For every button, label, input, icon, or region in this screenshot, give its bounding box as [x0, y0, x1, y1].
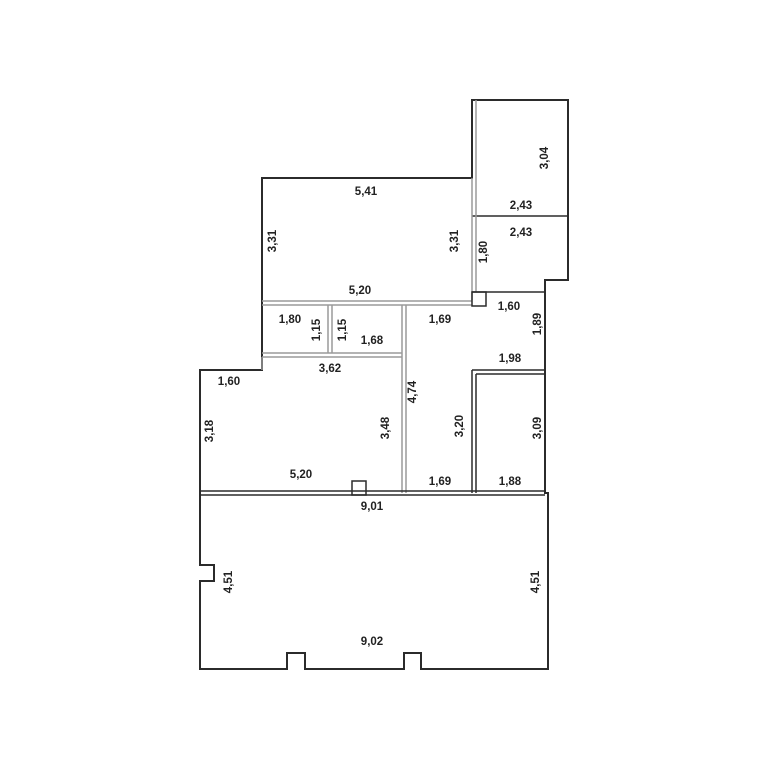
dim-room2-top: 3,62 [319, 363, 341, 375]
dim-bath-bottom: 1,88 [499, 476, 522, 488]
dim-wc-height: 1,15 [311, 318, 323, 341]
dim-room2-right: 3,48 [380, 416, 392, 439]
wall-wc-bottom [262, 352, 402, 358]
dim-living-left: 4,51 [223, 570, 235, 593]
dim-bath-left: 3,20 [454, 415, 466, 437]
dim-bath2-width: 2,43 [510, 227, 532, 239]
dim-room2-bottom: 5,20 [290, 469, 312, 481]
dim-balcony-width: 2,43 [510, 200, 532, 212]
dim-bath2-height: 1,80 [478, 241, 490, 263]
dim-room1-left: 3,31 [267, 229, 279, 252]
dim-nook-height: 1,89 [532, 313, 544, 335]
dim-room1-top: 5,41 [355, 186, 378, 198]
dim-hall-top: 1,69 [429, 314, 451, 326]
wall-wc-right [327, 305, 333, 353]
dim-closet-height: 1,15 [337, 318, 349, 341]
dim-bath-top: 1,98 [499, 353, 522, 365]
wall-bath-left [471, 370, 477, 493]
dim-hall-height: 4,74 [407, 380, 419, 403]
dim-living-right: 4,51 [530, 570, 542, 593]
dim-nook-width: 1,60 [498, 301, 520, 313]
wall-bath2-left [471, 178, 477, 300]
dim-living-top: 9,01 [361, 501, 384, 513]
dim-room2-left: 3,18 [204, 419, 216, 442]
wall-bath-top [472, 369, 545, 375]
dim-wc-width: 1,80 [279, 314, 301, 326]
wall-room1-bottom [262, 300, 472, 306]
wall-living-top [200, 490, 545, 496]
column [351, 480, 367, 496]
wall-closet-right [401, 305, 407, 493]
dim-living-bottom: 9,02 [361, 636, 383, 648]
dim-closet-width: 1,68 [361, 335, 384, 347]
shaft [471, 291, 487, 307]
dim-room1-right: 3,31 [449, 229, 461, 252]
outer-wall [199, 99, 569, 670]
dim-room1-bottom: 5,20 [349, 285, 371, 297]
dim-bath-right: 3,09 [532, 417, 544, 439]
dim-hall-bottom: 1,69 [429, 476, 451, 488]
dim-room2-corner: 1,60 [218, 376, 240, 388]
dim-balcony-height: 3,04 [539, 146, 551, 169]
